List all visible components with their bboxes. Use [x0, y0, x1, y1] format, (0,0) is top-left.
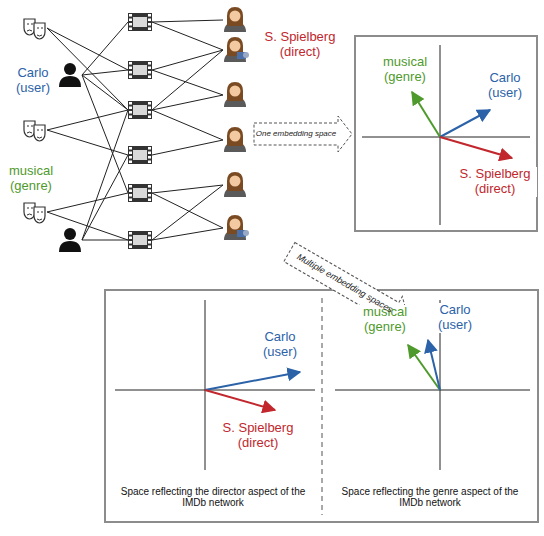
- panel-frame: [105, 290, 538, 522]
- graph-link: [152, 193, 223, 228]
- axis-line: [362, 137, 530, 138]
- director-space-panel: Carlo (user) S. Spielberg (direct) Space r…: [105, 290, 322, 522]
- user-icon: [59, 228, 81, 252]
- director-icon: [224, 127, 246, 152]
- graph-link: [152, 185, 223, 193]
- embedding-vector: [205, 390, 275, 410]
- embedding-vector: [205, 372, 300, 390]
- graph-link: [47, 110, 128, 130]
- director-icon: [224, 215, 249, 240]
- director-icon: [224, 37, 249, 62]
- vector-label: Carlo (user): [7, 66, 59, 96]
- graph-link: [152, 185, 223, 240]
- genre-space-panel: musical (genre)Carlo (user)Space reflect…: [322, 290, 538, 522]
- vector-label: Carlo (user): [429, 303, 481, 333]
- genre-icon: [24, 121, 45, 141]
- graph-link: [47, 212, 128, 240]
- user-icon: [59, 63, 81, 87]
- graph-link: [152, 110, 223, 140]
- film-icon: [128, 101, 152, 119]
- graph-link: [82, 155, 128, 240]
- graph-link: [152, 20, 223, 22]
- director-node: S. Spielberg (direct): [250, 30, 350, 60]
- vector-label: S. Spielberg (direct): [250, 30, 350, 60]
- embedding-vector: [412, 92, 440, 137]
- graph-icons: [24, 7, 249, 252]
- vector-label: S. Spielberg (direct): [213, 421, 303, 451]
- panel-caption: Space reflecting the director aspect of …: [115, 486, 311, 509]
- axis-line: [335, 390, 530, 391]
- graph-link: [152, 95, 223, 110]
- graph-link: [47, 28, 128, 70]
- graph-link: [152, 140, 223, 155]
- embedding-panel: musical (genre) Carlo (user) S. Spielberg …: [354, 35, 538, 232]
- panel-caption: Space reflecting the genre aspect of the…: [332, 486, 528, 509]
- film-icon: [128, 146, 152, 164]
- film-icon: [128, 184, 152, 202]
- graph-link: [152, 50, 223, 110]
- graph-link: [152, 70, 223, 95]
- film-icon: [128, 231, 152, 249]
- arrow-label: Multiple embedding spaces: [295, 252, 394, 315]
- user-node: Carlo (user): [7, 66, 59, 96]
- genre-icon: [24, 203, 45, 223]
- graph-link: [47, 130, 128, 155]
- director-icon: [224, 172, 246, 197]
- arrow-label: One embedding space: [256, 130, 337, 139]
- embedding-vector: [428, 340, 440, 390]
- graph-link: [152, 22, 223, 50]
- embedding-arrow: [254, 116, 352, 152]
- director-icon: [224, 7, 246, 32]
- axis-line: [205, 300, 206, 470]
- vector-label: Carlo (user): [479, 71, 531, 101]
- graph-link: [152, 50, 223, 70]
- film-icon: [128, 13, 152, 31]
- axis-line: [115, 390, 315, 391]
- director-icon: [224, 82, 246, 107]
- film-icon: [128, 61, 152, 79]
- graph-link: [82, 22, 128, 75]
- genre-node: musical (genre): [2, 164, 60, 194]
- embedding-vector: [440, 110, 490, 137]
- vector-label: musical (genre): [2, 164, 60, 194]
- graph-link: [47, 28, 128, 110]
- graph-link: [82, 240, 128, 241]
- panel-divider: [321, 298, 323, 515]
- vector-label: musical (genre): [374, 55, 436, 85]
- embedding-vector: [440, 137, 512, 158]
- graph-link: [47, 193, 128, 212]
- graph-links: [47, 20, 223, 240]
- vector-label: Carlo (user): [254, 330, 306, 360]
- graph-link: [82, 110, 128, 240]
- graph-link: [152, 228, 223, 240]
- embedding-arrow: [280, 236, 418, 336]
- vector-label: S. Spielberg (direct): [453, 167, 537, 197]
- genre-icon: [24, 19, 45, 39]
